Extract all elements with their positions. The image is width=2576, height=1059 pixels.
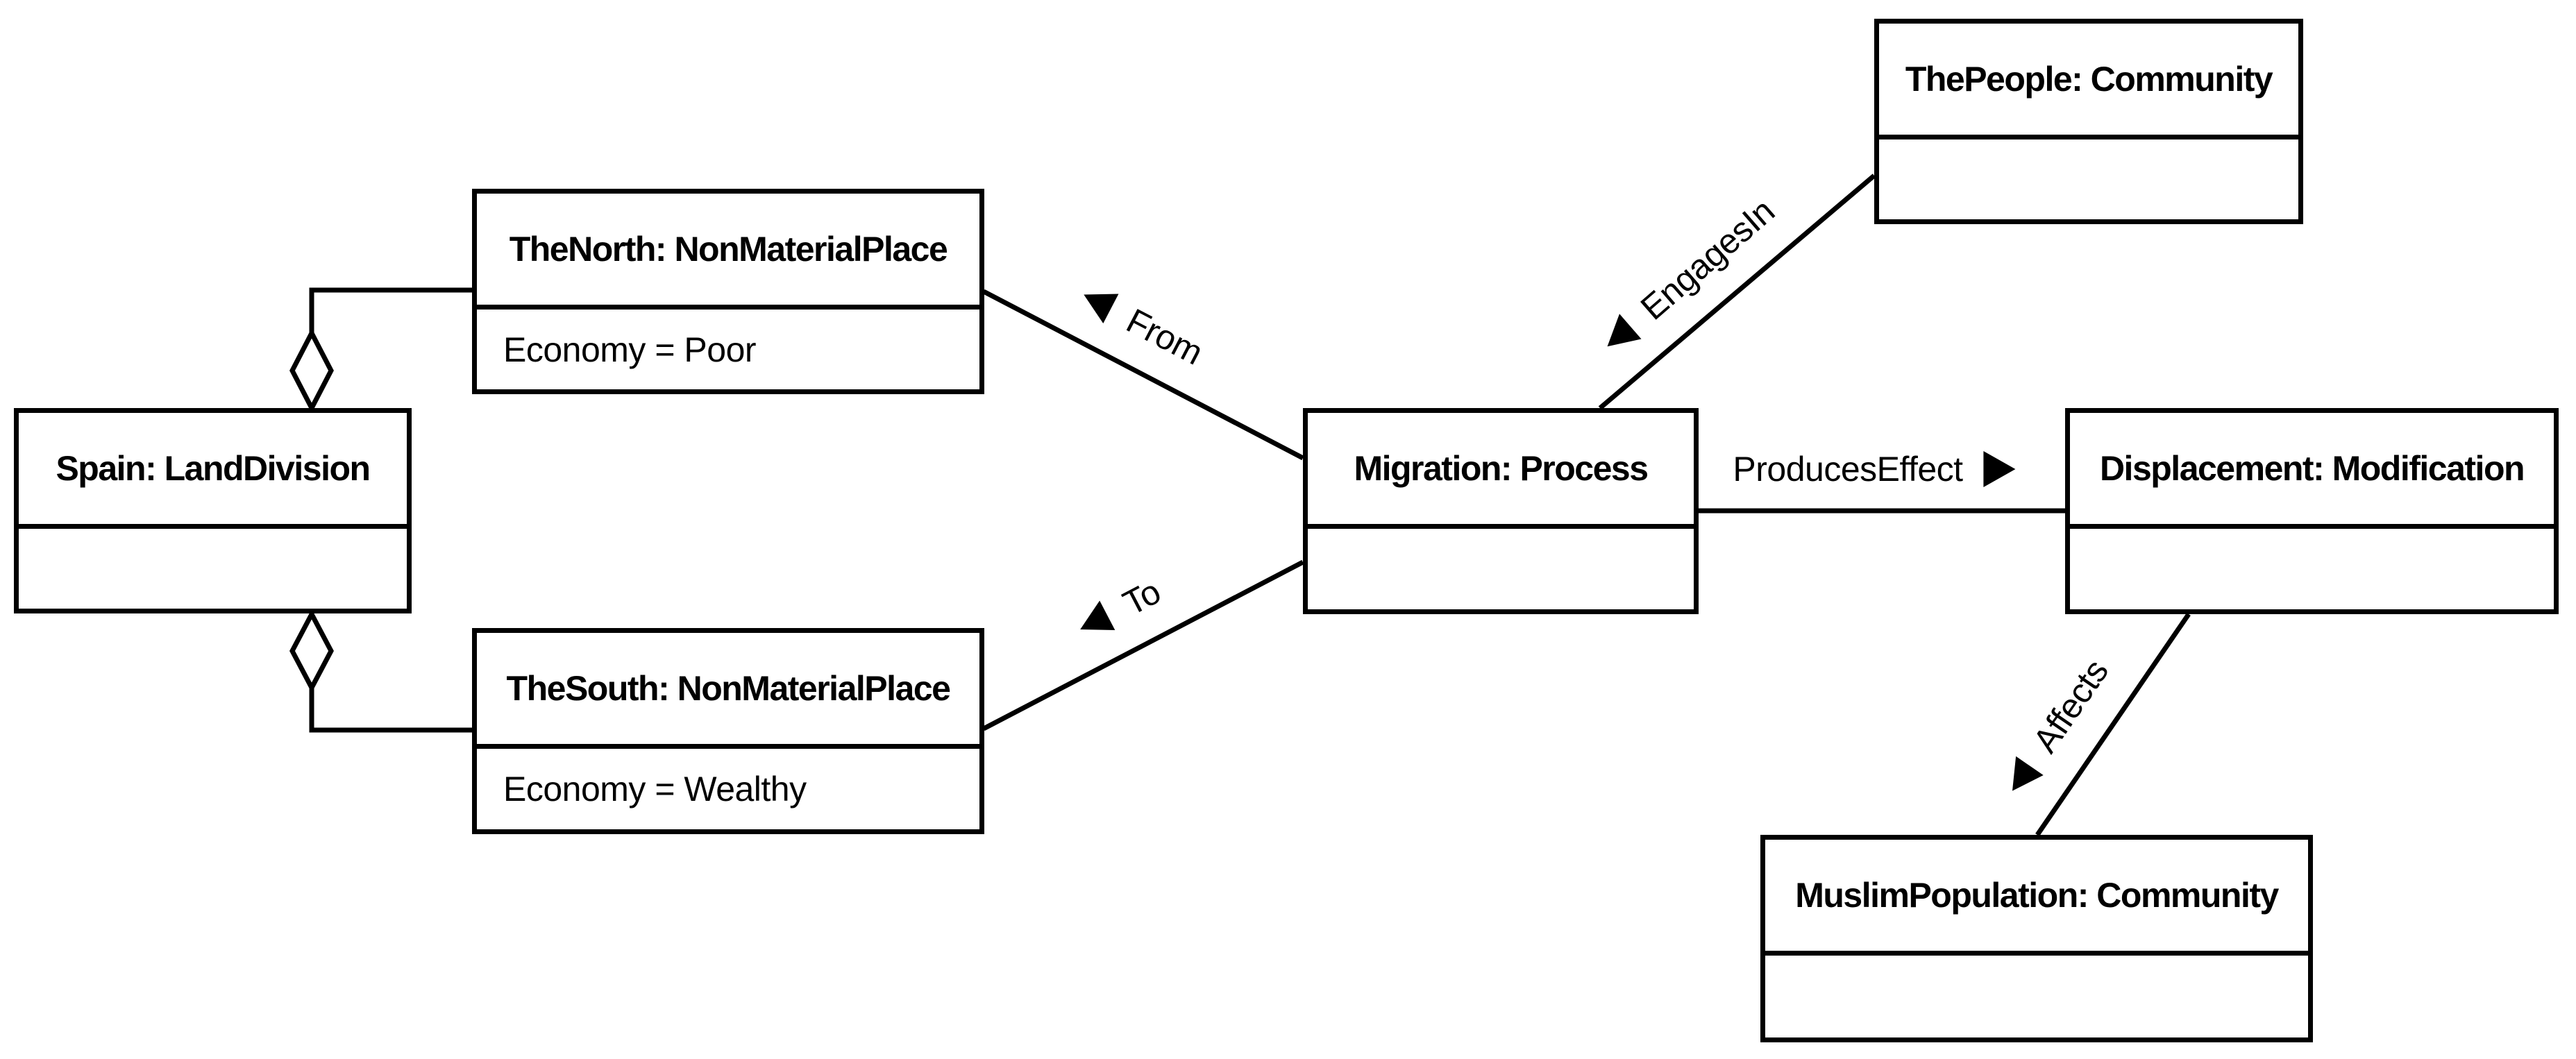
object-attributes-muslimpopulation [1765, 951, 2308, 1037]
object-title-spain: Spain: LandDivision [56, 449, 371, 488]
object-title-migration: Migration: Process [1354, 449, 1649, 488]
object-attributes-displacement [2070, 524, 2554, 609]
aggregation-diamond-icon-north [289, 328, 334, 414]
object-box-spain: Spain: LandDivision [14, 408, 412, 613]
aggregation-connector-spain-thesouth [289, 609, 472, 733]
association-line-affects [2035, 613, 2191, 836]
association-label-produceseffect: ProducesEffect [1733, 449, 2016, 489]
object-attributes-thesouth: Economy = Wealthy [477, 744, 979, 829]
object-attributes-spain [19, 524, 407, 609]
aggregation-diamond-icon-south [289, 609, 334, 693]
association-line-from [982, 289, 1304, 461]
attribute-text-thenorth: Economy = Poor [503, 330, 757, 369]
object-title-thenorth: TheNorth: NonMaterialPlace [509, 230, 948, 269]
attribute-text-thesouth: Economy = Wealthy [503, 770, 807, 808]
object-box-thesouth: TheSouth: NonMaterialPlace Economy = Wea… [472, 628, 984, 834]
aggregation-connector-spain-thenorth [289, 287, 472, 414]
association-label-text: ProducesEffect [1733, 450, 1963, 489]
association-line-to [982, 559, 1304, 731]
aggregation-line-north [309, 287, 472, 333]
object-box-thenorth: TheNorth: NonMaterialPlace Economy = Poo… [472, 189, 984, 394]
object-box-displacement: Displacement: Modification [2065, 408, 2559, 614]
object-title-displacement: Displacement: Modification [2099, 449, 2525, 488]
object-title-thesouth: TheSouth: NonMaterialPlace [506, 669, 951, 708]
object-box-muslimpopulation: MuslimPopulation: Community [1760, 835, 2313, 1042]
object-title-muslimpopulation: MuslimPopulation: Community [1795, 876, 2279, 915]
object-title-thepeople: ThePeople: Community [1905, 60, 2273, 99]
object-box-migration: Migration: Process [1303, 408, 1699, 614]
object-attributes-thenorth: Economy = Poor [477, 305, 979, 389]
object-box-thepeople: ThePeople: Community [1874, 19, 2303, 224]
association-line-engagesin [1598, 173, 1876, 410]
object-attributes-migration [1308, 524, 1694, 609]
reading-direction-arrow-icon [1983, 451, 2016, 487]
aggregation-line-south [309, 688, 472, 733]
object-attributes-thepeople [1879, 135, 2298, 219]
